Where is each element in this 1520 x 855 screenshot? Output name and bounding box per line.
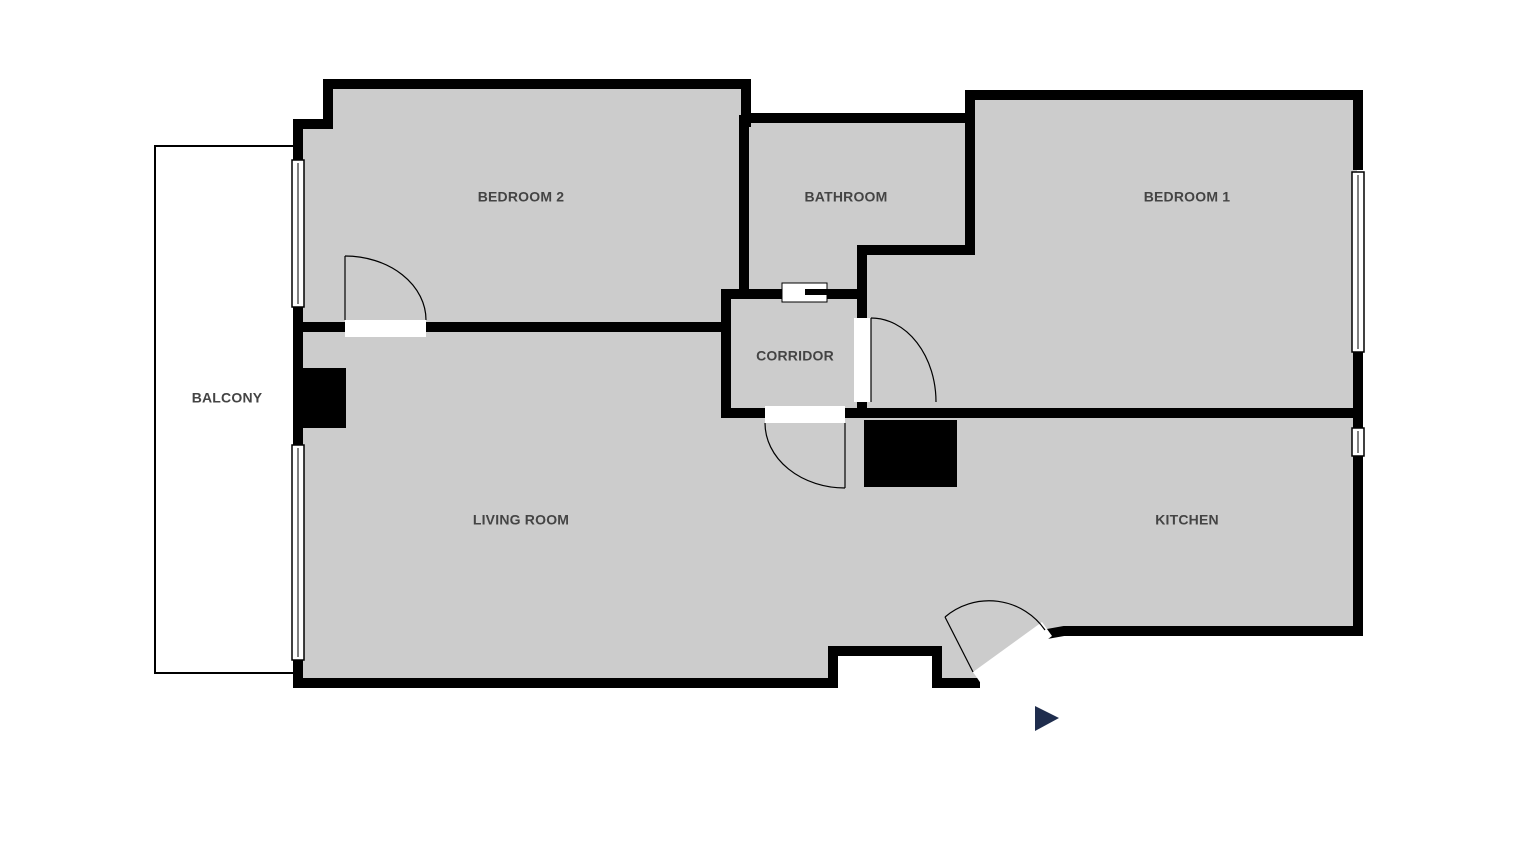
bedroom-2-floor bbox=[303, 87, 744, 327]
entrance-arrow-icon bbox=[1035, 706, 1059, 731]
column-left bbox=[298, 368, 346, 428]
door-swing-corridor bbox=[764, 422, 846, 489]
label-bedroom-2: BEDROOM 2 bbox=[478, 189, 565, 205]
label-balcony: BALCONY bbox=[192, 390, 263, 406]
door-swing-bedroom-2 bbox=[344, 255, 427, 321]
label-corridor: CORRIDOR bbox=[756, 348, 834, 364]
floor-fills bbox=[300, 87, 1357, 684]
door-gap-entrance bbox=[973, 622, 1052, 688]
door-swing-bedroom-1 bbox=[870, 317, 937, 403]
bedroom-1-floor bbox=[861, 98, 1357, 414]
label-bedroom-1: BEDROOM 1 bbox=[1144, 189, 1231, 205]
label-living-room: LIVING ROOM bbox=[473, 512, 569, 528]
room-labels: BEDROOM 2 BATHROOM BEDROOM 1 CORRIDOR BA… bbox=[192, 189, 1231, 528]
doors bbox=[344, 255, 1052, 688]
windows bbox=[291, 159, 1365, 661]
door-gap-bedroom-1 bbox=[854, 318, 871, 402]
wall-bottom-right bbox=[293, 646, 980, 688]
wall-bathroom-bedroom-1 bbox=[857, 113, 975, 299]
corridor-floor bbox=[726, 291, 861, 414]
column-kitchen bbox=[864, 420, 957, 487]
wall-bedroom-2-top bbox=[293, 79, 751, 165]
door-gap-corridor bbox=[765, 406, 845, 423]
wall-bedroom-1-top bbox=[965, 90, 1363, 170]
wall-right-kitchen bbox=[1041, 451, 1363, 640]
label-bathroom: BATHROOM bbox=[805, 189, 888, 205]
balcony-area bbox=[154, 145, 299, 674]
door-swing-entrance bbox=[944, 600, 1046, 631]
wall-corridor-top-left bbox=[721, 289, 787, 418]
door-gap-bedroom-2 bbox=[345, 320, 426, 337]
label-kitchen: KITCHEN bbox=[1155, 512, 1219, 528]
